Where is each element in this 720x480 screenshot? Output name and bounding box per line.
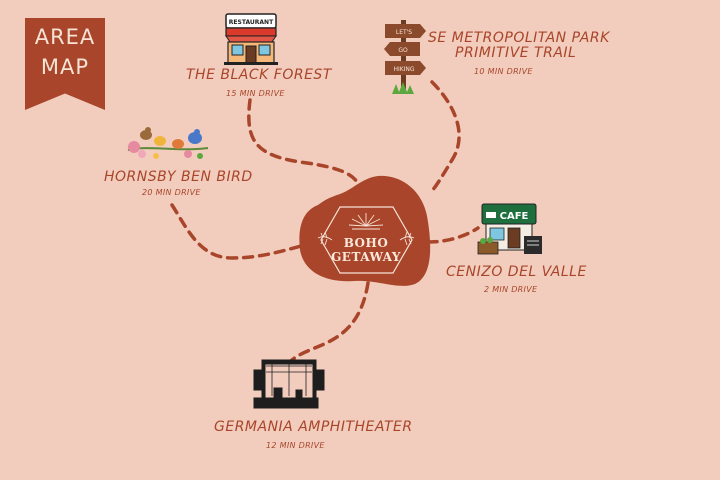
restaurant-icon[interactable]: RESTAURANT: [224, 13, 278, 65]
stage-icon[interactable]: [253, 359, 325, 409]
boho-getaway-label: BOHO GETAWAY: [330, 236, 402, 264]
metro-park-name-line-2[interactable]: PRIMITIVE TRAIL: [455, 45, 577, 61]
metro-park-drive: 10 MIN DRIVE: [474, 67, 533, 76]
route-cenizo: [426, 226, 480, 244]
sign-lets-text: LET'S: [396, 29, 412, 36]
leaf-left-icon: [317, 231, 333, 246]
center-line-2: GETAWAY: [331, 250, 401, 264]
hornsby-drive: 20 MIN DRIVE: [142, 188, 201, 197]
black-forest-drive: 15 MIN DRIVE: [226, 89, 285, 98]
cenizo-name[interactable]: CENIZO DEL VALLE: [446, 264, 587, 280]
black-forest-name[interactable]: THE BLACK FOREST: [186, 67, 332, 83]
sign-go-text: GO: [398, 47, 408, 54]
germania-drive: 12 MIN DRIVE: [266, 441, 325, 450]
route-hornsby: [170, 203, 307, 260]
cafe-icon[interactable]: CAFE: [477, 203, 542, 255]
sun-icon: [348, 213, 384, 230]
boho-getaway-marker[interactable]: [299, 175, 431, 286]
birds-icon[interactable]: [127, 127, 209, 159]
germania-name[interactable]: GERMANIA AMPHITHEATER: [214, 419, 413, 435]
cafe-sign-label: CAFE: [500, 211, 529, 222]
banner-line-1: AREA: [34, 25, 96, 49]
banner-line-2: MAP: [40, 55, 90, 79]
route-black-forest: [247, 98, 364, 192]
center-blob: [299, 175, 431, 286]
center-line-1: BOHO: [343, 236, 389, 250]
cenizo-drive: 2 MIN DRIVE: [484, 285, 538, 294]
signpost-icon[interactable]: LET'S GO HIKING: [384, 20, 426, 94]
metro-park-name-line-1[interactable]: SE METROPOLITAN PARK: [428, 30, 610, 46]
hexagon-frame: [320, 206, 413, 274]
route-metro-park: [428, 80, 461, 195]
restaurant-sign-text: RESTAURANT: [229, 19, 274, 26]
hornsby-name[interactable]: HORNSBY BEN BIRD: [104, 169, 253, 185]
sign-hiking-text: HIKING: [393, 66, 414, 73]
leaf-right-icon: [399, 231, 415, 246]
route-germania: [288, 281, 370, 364]
